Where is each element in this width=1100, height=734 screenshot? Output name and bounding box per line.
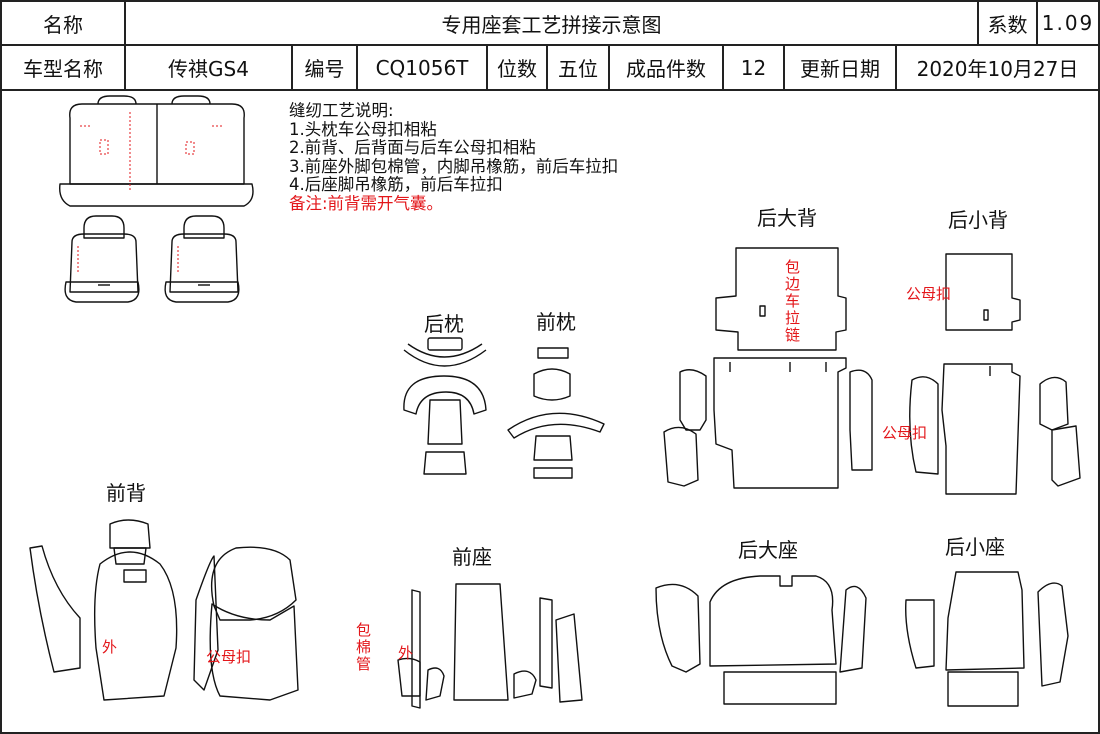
pieces-label: 成品件数 [626,57,706,81]
notes-remark: 备注:前背需开气囊。 [289,193,444,213]
name-label: 名称 [43,12,83,37]
seats-value: 五位 [558,57,598,81]
label-rear-pillow: 后枕 [424,312,464,336]
col-divider [608,45,610,90]
label-front-back: 前背 [106,481,146,505]
front-pillow-pattern [508,348,604,478]
col-divider [291,45,293,90]
front-back-pattern [30,520,298,700]
col-divider [124,0,126,90]
label-rear-big-back: 后大背 [757,206,817,230]
date-value: 2020年10月27日 [916,57,1079,81]
sheet-border-left [0,0,2,734]
note-item: 1.头枕车公母扣相粘 [289,119,437,139]
col-divider [546,45,548,90]
seats-label: 位数 [497,57,537,81]
col-divider [895,45,897,90]
table-border-bottom [0,89,1100,91]
coef-value: 1.09 [1041,11,1095,35]
sheet-border-right [1098,0,1100,734]
zip-edge-note: 包边车拉链 [785,258,801,344]
label-front-pillow: 前枕 [536,310,576,334]
note-item: 4.后座脚吊橡筋，前后车拉扣 [289,175,503,194]
outer-note-front-seat: 外 [398,644,414,662]
snap-note-rear-backs: 公母扣 [882,424,928,442]
col-divider [356,45,358,90]
col-divider [977,0,979,45]
front-seat-thumbnail-left [65,216,139,302]
note-item: 3.前座外脚包棉管，内脚吊橡筋，前后车拉扣 [289,156,619,176]
col-divider [722,45,724,90]
label-rear-big-seat: 后大座 [738,538,798,562]
rear-bench-thumbnail [60,96,253,206]
rear-small-back-pattern [910,254,1080,494]
sheet-title: 专用座套工艺拼接示意图 [441,12,662,37]
rear-big-back-pattern [664,248,910,488]
label-rear-small-back: 后小背 [948,208,1008,232]
date-label: 更新日期 [800,57,880,81]
foam-tube-note: 包棉管 [356,621,372,673]
outer-note-front-back: 外 [102,638,118,656]
col-divider [486,45,488,90]
model-value: 传祺GS4 [168,57,249,81]
rear-big-seat-pattern [656,576,866,704]
col-divider [783,45,785,90]
pieces-value: 12 [740,55,767,80]
label-front-seat: 前座 [452,545,492,569]
rear-pillow-pattern [404,338,486,474]
table-border-top [0,0,1100,2]
table-row-divider [0,44,1100,46]
front-seat-thumbnail-right [165,216,239,302]
code-label: 编号 [304,57,345,81]
rear-small-seat-pattern [906,572,1068,706]
sheet-border-bottom [0,732,1100,734]
code-value: CQ1056T [375,55,469,80]
front-seat-pattern [398,584,582,708]
model-label: 车型名称 [23,57,103,81]
sewing-notes: 缝纫工艺说明: 1.头枕车公母扣相粘 2.前背、后背面与后车公母扣相粘 3.前座… [289,101,619,213]
col-divider [1036,0,1038,45]
note-item: 2.前背、后背面与后车公母扣相粘 [289,138,536,157]
coef-label: 系数 [987,12,1028,37]
snap-note-front-back: 公母扣 [206,648,252,666]
snap-note-rear-small-back: 公母扣 [906,285,952,303]
label-rear-small-seat: 后小座 [945,535,1005,559]
notes-heading: 缝纫工艺说明: [289,101,394,120]
